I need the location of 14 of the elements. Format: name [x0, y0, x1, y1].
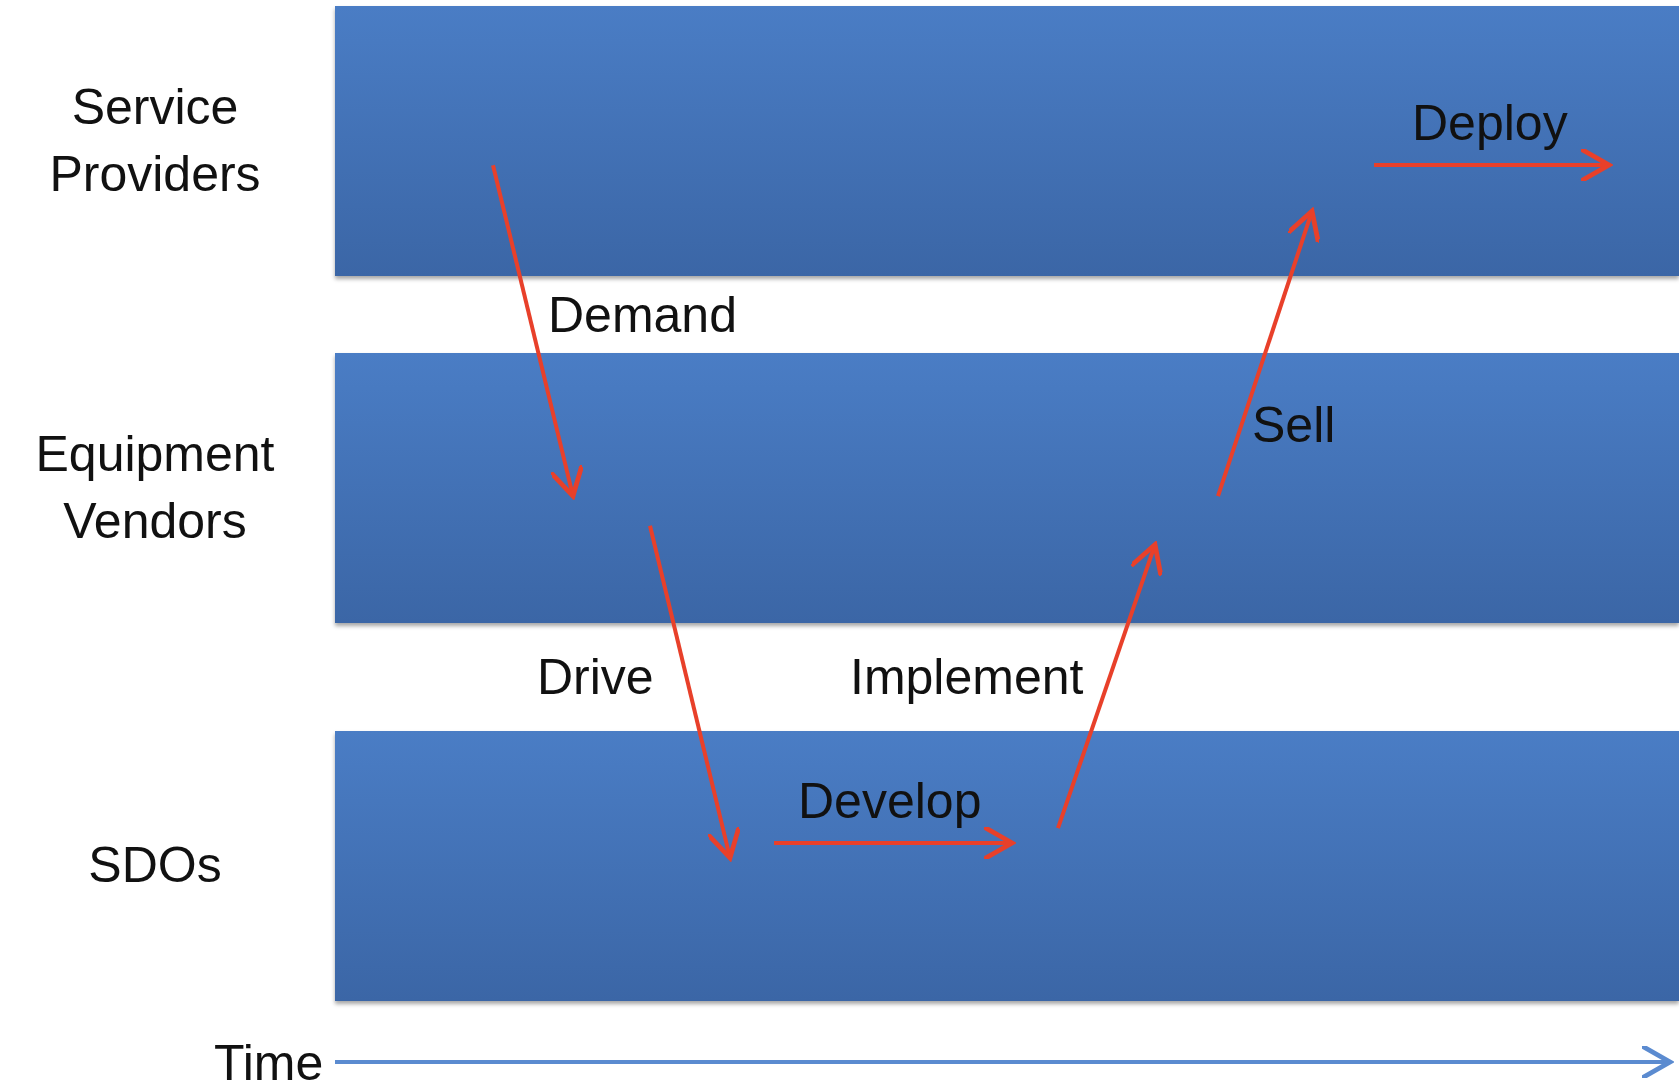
lane-heading: SDOs — [87, 836, 223, 896]
arrow — [1056, 542, 1164, 829]
arrow — [648, 525, 742, 861]
lane-heading: Service Providers — [48, 77, 262, 204]
arrow — [491, 164, 585, 499]
axis-label: Time — [214, 1038, 324, 1087]
arrow — [1216, 208, 1321, 497]
step-label: Deploy — [1412, 98, 1568, 148]
edge-label: Demand — [548, 290, 737, 340]
step-label: Develop — [798, 776, 982, 826]
edge-label: Sell — [1252, 400, 1336, 450]
lane-heading: Equipment Vendors — [34, 424, 276, 551]
edge-label: Drive — [537, 652, 654, 702]
edge-label: Implement — [850, 652, 1084, 702]
